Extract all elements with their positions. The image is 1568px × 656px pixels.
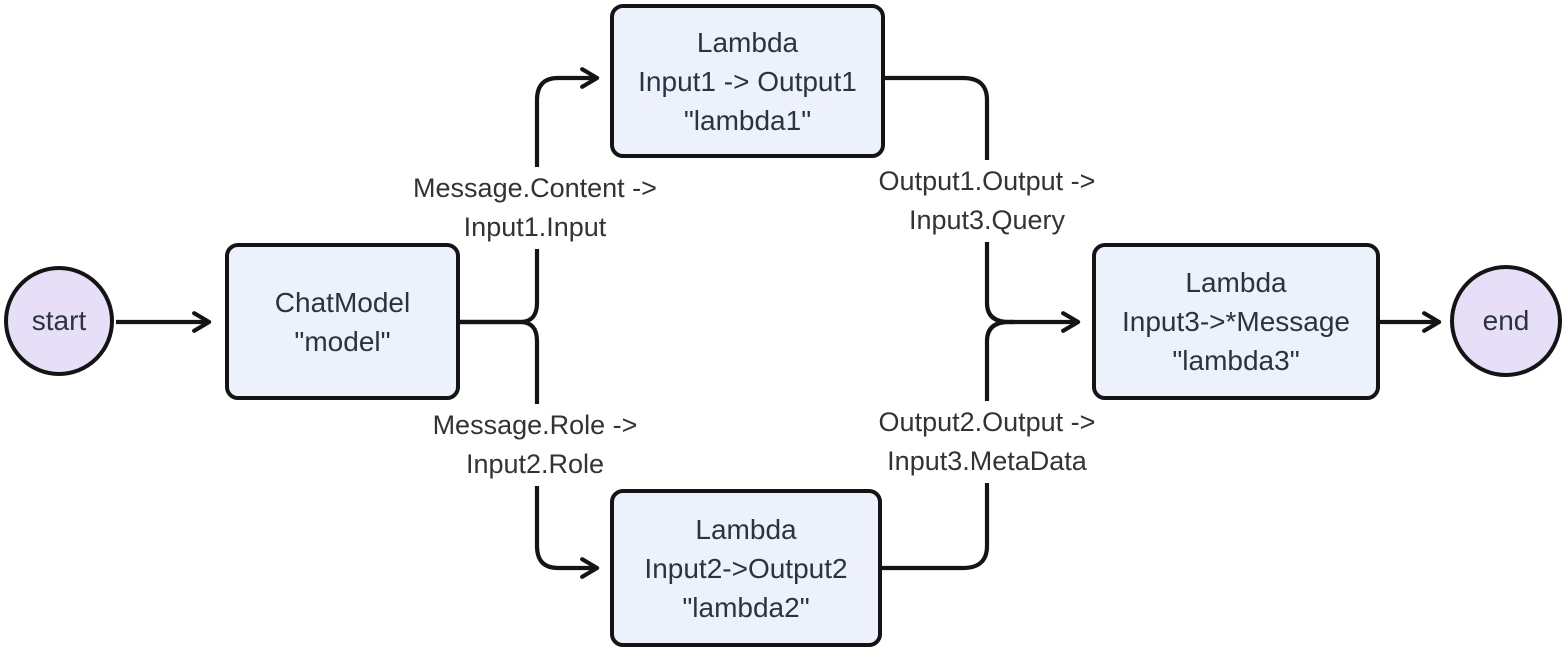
edge-label-line: Output2.Output -> <box>878 407 1096 437</box>
node-lambda2-name: "lambda2" <box>682 591 810 623</box>
node-lambda1-signature: Input1 -> Output1 <box>638 65 857 97</box>
node-start-label: start <box>31 305 87 336</box>
node-lambda3-signature: Input3->*Message <box>1121 306 1351 337</box>
edge-label-line: Input1.Input <box>463 212 607 242</box>
node-chatmodel-name: "model" <box>294 325 391 357</box>
node-lambda3-name: "lambda3" <box>1172 345 1300 376</box>
node-lambda1-name: "lambda1" <box>683 104 812 136</box>
node-end: end <box>1450 265 1562 377</box>
node-end-label: end <box>1482 305 1530 336</box>
node-lambda2-title: Lambda <box>695 513 797 545</box>
node-chatmodel-title: ChatModel <box>274 286 411 318</box>
node-lambda3-title: Lambda <box>1185 267 1287 298</box>
edge-label-line: Input3.MetaData <box>887 446 1087 476</box>
edge-label-line: Input2.Role <box>465 449 605 479</box>
edge-label-line: Output1.Output -> <box>878 166 1096 196</box>
edge-label-line: Message.Role -> <box>432 410 638 440</box>
edge-label-line: Input3.Query <box>908 205 1066 235</box>
edge-label-chatmodel-to-lambda2: Message.Role -> Input2.Role <box>424 404 646 486</box>
edge-label-lambda1-to-lambda3: Output1.Output -> Input3.Query <box>870 160 1104 242</box>
node-lambda1-title: Lambda <box>696 26 799 58</box>
edge-label-line: Message.Content -> <box>413 173 657 203</box>
node-lambda1: Lambda Input1 -> Output1 "lambda1" <box>610 4 885 158</box>
edge-label-lambda2-to-lambda3: Output2.Output -> Input3.MetaData <box>870 401 1104 483</box>
node-lambda2: Lambda Input2->Output2 "lambda2" <box>610 489 882 647</box>
node-lambda2-signature: Input2->Output2 <box>644 552 848 584</box>
edge-label-chatmodel-to-lambda1: Message.Content -> Input1.Input <box>405 167 665 249</box>
node-chatmodel: ChatModel "model" <box>225 243 460 400</box>
node-start: start <box>4 266 114 376</box>
node-lambda3: Lambda Input3->*Message "lambda3" <box>1092 243 1380 400</box>
